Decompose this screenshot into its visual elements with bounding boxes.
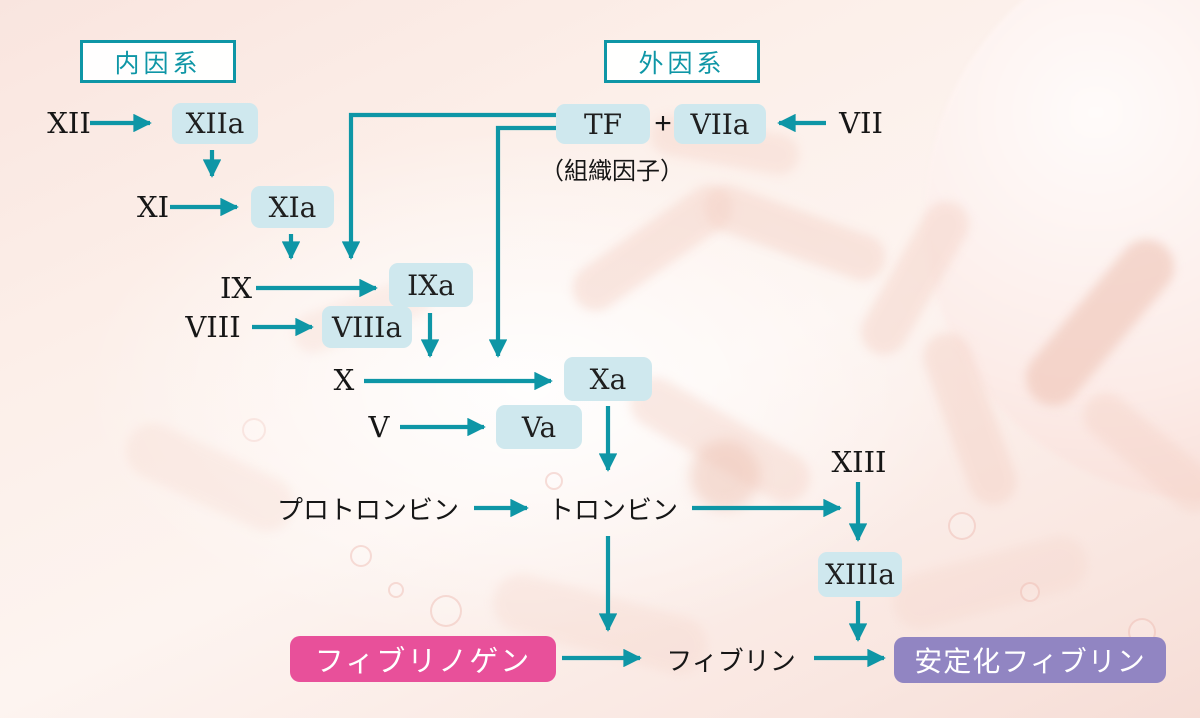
tissue-factor-note: （組織因子） xyxy=(540,157,684,185)
blood-cell-decoration xyxy=(563,176,742,320)
bubble-decoration xyxy=(388,582,404,598)
node-factor-vii: VII xyxy=(839,106,883,140)
arrows xyxy=(90,112,886,668)
node-factor-ix: IX xyxy=(219,271,253,305)
node-factor-xiiia: XIIIa xyxy=(818,552,902,597)
blood-cell-decoration xyxy=(1014,228,1186,417)
blood-cell-decoration xyxy=(916,326,1024,512)
node-prothrombin: プロトロンビン xyxy=(276,494,459,525)
node-fibrinogen: フィブリノゲン xyxy=(290,636,556,682)
node-factor-va: Va xyxy=(496,405,582,449)
blood-cell-decoration xyxy=(852,192,978,364)
node-factor-xia: XIa xyxy=(251,186,334,228)
plus-sign: + xyxy=(654,107,672,140)
node-factor-viii: VIII xyxy=(185,310,241,344)
blood-cell-decoration xyxy=(1074,383,1200,522)
node-factor-xi: XI xyxy=(136,190,170,224)
node-factor-x: X xyxy=(333,363,355,397)
node-factor-xiii: XIII xyxy=(831,445,887,479)
arrow-tf-to-ix-row xyxy=(341,112,556,260)
background-sphere xyxy=(925,0,1200,500)
node-factor-ixa: IXa xyxy=(389,263,473,307)
blood-cell-decoration xyxy=(886,530,1094,635)
extrinsic-pathway-label: 外因系 xyxy=(604,40,760,83)
node-factor-xii: XII xyxy=(47,106,91,140)
node-factor-viia: VIIa xyxy=(674,104,766,144)
blood-cell-decoration xyxy=(697,178,893,288)
node-stabilized-fibrin: 安定化フィブリン xyxy=(894,637,1166,683)
intrinsic-pathway-label: 内因系 xyxy=(80,40,236,83)
bubble-decoration xyxy=(1020,582,1040,602)
blood-cell-decoration xyxy=(690,440,760,510)
node-factor-viiia: VIIIa xyxy=(322,306,412,348)
bubble-decoration xyxy=(430,595,462,627)
bubble-decoration xyxy=(350,545,372,567)
bubble-decoration xyxy=(545,472,563,490)
node-factor-v: V xyxy=(368,410,390,444)
bubble-decoration xyxy=(242,418,266,442)
node-factor-xiia: XIIa xyxy=(172,103,258,144)
node-fibrin: フィブリン xyxy=(666,645,796,676)
node-thrombin: トロンビン xyxy=(547,494,678,525)
node-tissue-factor: TF xyxy=(556,104,650,144)
bubble-decoration xyxy=(948,512,976,540)
node-factor-xa: Xa xyxy=(564,357,652,401)
